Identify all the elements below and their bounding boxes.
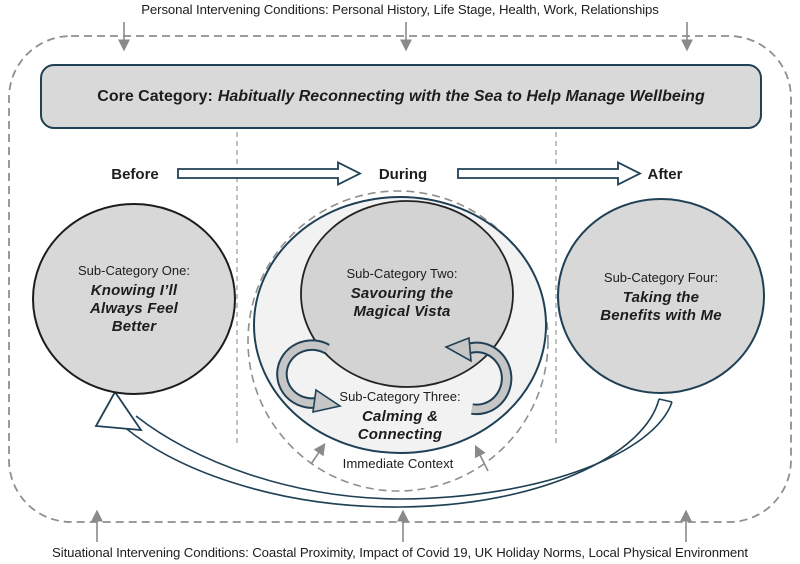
cycle-arrow-left-head-icon [312,388,343,414]
feedback-arrow-tail-cap [658,398,673,403]
feedback-arrow-outer-curve [120,398,660,508]
immediate-context-arrow-left [310,443,326,465]
sub-category-four-line-2: Benefits with Me [600,307,722,324]
feedback-arrow-inner-curve [135,401,673,500]
immediate-context-arrow-right [474,444,489,472]
sub-category-four-text: Sub-Category Four: Taking the Benefits w… [561,270,761,325]
core-category-prefix: Core Category: [97,87,213,105]
cycle-arrow-left-band [278,341,329,407]
phase-label-during: During [378,166,428,183]
cycle-arrow-right-band [465,343,511,414]
sub-category-three-text: Sub-Category Three: Calming & Connecting [300,389,500,444]
sub-category-two-line-1: Savouring the [350,285,454,302]
core-category-box: Core Category: Habitually Reconnecting w… [40,64,762,129]
sub-category-three-line-1: Calming & [362,408,438,425]
sub-category-one-circle [32,203,236,395]
sub-category-two-text: Sub-Category Two: Savouring the Magical … [302,266,502,321]
during-to-after-arrow-icon [457,161,643,186]
sub-category-four-line-1: Taking the [622,289,700,306]
sub-category-three-label: Sub-Category Three: [339,389,461,404]
sub-category-three-line-2: Connecting [357,426,443,443]
sub-category-one-line-2: Always Feel [89,300,179,317]
sub-category-four-label: Sub-Category Four: [603,270,719,285]
cycle-arrow-right [444,336,513,416]
sub-category-two-circle [300,200,514,388]
personal-conditions-label: Personal Intervening Conditions: Persona… [141,2,659,17]
feedback-curved-arrow [94,390,673,508]
sub-category-two-line-2: Magical Vista [353,303,451,320]
outer-dashed-boundary [8,35,792,523]
sub-category-one-line-1: Knowing I’ll [90,282,178,299]
sub-category-four-circle [557,198,765,394]
sub-category-one-text: Sub-Category One: Knowing I’ll Always Fe… [34,263,234,336]
sub-category-two-label: Sub-Category Two: [346,266,458,281]
cycle-arrow-left [276,339,343,414]
sub-category-one-label: Sub-Category One: [77,263,190,278]
core-category-title: Habitually Reconnecting with the Sea to … [217,87,705,105]
sub-category-one-line-3: Better [111,318,157,335]
cycle-arrow-right-head-icon [444,336,472,363]
immediate-context-label: Immediate Context [342,456,454,471]
phase-label-before: Before [111,166,159,183]
feedback-arrowhead-icon [94,390,143,432]
phase-label-after: After [647,166,683,183]
immediate-context-dashed-circle [247,190,549,492]
situational-conditions-label: Situational Intervening Conditions: Coas… [52,545,748,560]
before-to-during-arrow-icon [177,161,363,186]
